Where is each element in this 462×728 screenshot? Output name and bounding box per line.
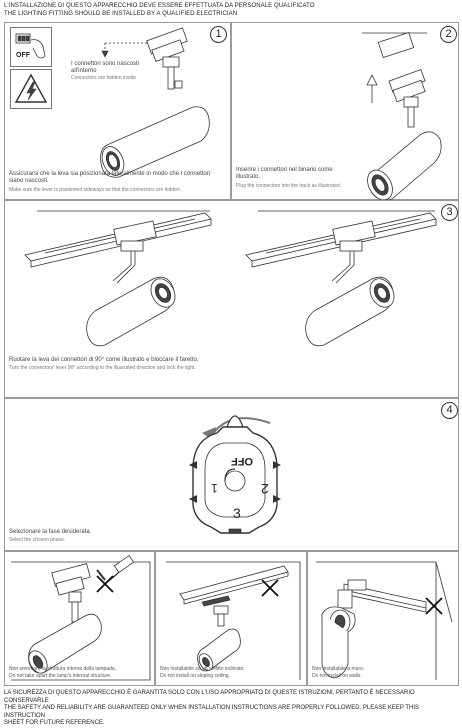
footer: LA SICUREZZA DI QUESTO APPARECCHIO È GAR… xyxy=(4,690,459,728)
step-2-text-en: Plug the connectors into the track as il… xyxy=(236,183,342,189)
footer-line-it: LA SICUREZZA DI QUESTO APPARECCHIO È GAR… xyxy=(4,690,415,704)
prohibited-cross-icon xyxy=(96,575,114,593)
step-4-text-it: Selezionare la fase desiderata. xyxy=(9,529,92,535)
header: L'INSTALLAZIONE DI QUESTO APPARECCHIO DE… xyxy=(4,2,315,18)
sloping-ceiling-illustration xyxy=(166,561,301,680)
step-4-panel: 4 OFF 1 2 3 Selezionare la fase desidera… xyxy=(4,398,459,551)
lamp-illustration-1 xyxy=(100,27,210,178)
step-number: 1 xyxy=(210,26,227,43)
dial-label-2: 2 xyxy=(261,481,269,497)
warning-3-it: Non installabile a muro. xyxy=(312,666,365,672)
lamp-illustration-3a xyxy=(24,210,212,347)
lamp-illustration-2 xyxy=(362,31,442,201)
lamp-illustration-3b xyxy=(245,210,437,347)
switch-icon xyxy=(15,33,46,59)
electric-hazard-icon xyxy=(14,73,48,103)
warning-disassembly-panel: Non smontare la struttura interna della … xyxy=(4,551,155,686)
step-number: 2 xyxy=(440,26,457,43)
dial-label-1: 1 xyxy=(211,481,218,495)
step-1-text-it: Assicurarsi che la leva sia posizionata … xyxy=(9,171,211,184)
step-2-text-it: Inserire i connettori nel binario come i… xyxy=(236,167,333,180)
warning-sloping-panel: Non installabile su un soffitto inclinat… xyxy=(155,551,307,686)
header-line-it: L'INSTALLAZIONE DI QUESTO APPARECCHIO DE… xyxy=(4,3,315,9)
warning-1-it: Non smontare la struttura interna della … xyxy=(9,666,117,672)
dial-label-3: 3 xyxy=(233,505,241,521)
off-label: OFF xyxy=(16,52,30,59)
warning-wall-panel: Non installabile a muro. Do not install … xyxy=(307,551,459,686)
electric-hazard-box xyxy=(10,69,52,109)
step-1-panel: 1 OFF I connettori sono nascosti all'i xyxy=(4,22,231,200)
dial-label-off: OFF xyxy=(231,455,253,467)
step-3-text-it: Ruotare la leva dei connettori di 90° co… xyxy=(9,357,199,363)
footer-line-en: THE SAFETY AND RELIABILITY ARE GUARANTEE… xyxy=(4,705,419,719)
warning-2-en: Do not install on sloping ceiling. xyxy=(160,673,231,679)
step-3-text-en: Turn the connectors' lever 90° according… xyxy=(9,365,196,371)
step-3-panel: 3 Ruotare la leva dei connettori di 90° … xyxy=(4,200,459,398)
step-1-callout-it: I connettori sono nascosti all'interno xyxy=(71,61,140,74)
step-number: 4 xyxy=(441,402,458,419)
step-4-text-en: Select the chosen phase. xyxy=(9,537,66,543)
wall-mount-illustration xyxy=(316,561,453,680)
footer-line-en-2: SHEET FOR FUTURE REFERENCE. xyxy=(4,720,105,726)
step-1-callout-en: Connectors are hidden inside xyxy=(71,75,137,81)
warning-2-it: Non installabile su un soffitto inclinat… xyxy=(160,666,245,672)
phase-selector-dial xyxy=(189,415,281,534)
step-number: 3 xyxy=(441,204,458,221)
step-1-text-en: Make sure the lever is positioned sidewa… xyxy=(9,187,182,193)
prohibited-cross-icon xyxy=(425,597,443,615)
warning-3-en: Do not install on walls. xyxy=(312,673,362,679)
power-off-box: OFF xyxy=(10,27,52,67)
prohibited-cross-icon xyxy=(261,579,279,597)
warning-1-en: Do not take apart the lamp's internal st… xyxy=(9,673,112,679)
step-2-panel: 2 Inserire i connettori nel binario come… xyxy=(231,22,459,201)
header-line-en: THE LIGHTING FITTING SHOULD BE INSTALLED… xyxy=(4,11,238,17)
